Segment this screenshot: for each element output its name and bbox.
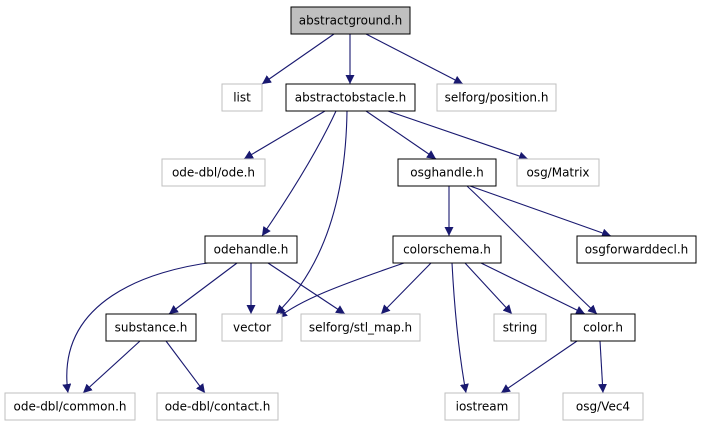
node-box-iostream (444, 392, 520, 421)
node-label-iostream: iostream (456, 400, 509, 414)
node-label-abstractobstacle: abstractobstacle.h (295, 91, 407, 105)
node-osgforwarddecl[interactable]: osgforwarddecl.h (576, 235, 697, 264)
edge-odehandle-to-substance (168, 262, 238, 315)
node-label-vector: vector (233, 321, 271, 335)
node-box-osghandle (397, 158, 497, 187)
node-vector: vector (221, 313, 283, 342)
edge-odehandle-to-common (62, 261, 216, 394)
node-label-ode: ode-dbl/ode.h (172, 166, 255, 180)
node-label-osgforwarddecl: osgforwarddecl.h (585, 243, 689, 257)
node-label-substance: substance.h (115, 321, 188, 335)
node-box-osgforwarddecl (576, 235, 697, 264)
edge-colorschema-to-stlmap (380, 262, 432, 315)
node-box-position (436, 83, 557, 112)
node-substance[interactable]: substance.h (105, 313, 197, 342)
edge-color-to-iostream (500, 340, 578, 394)
node-abstractground[interactable]: abstractground.h (290, 6, 411, 35)
node-position: selforg/position.h (436, 83, 557, 112)
edge-substance-to-common (82, 340, 141, 394)
node-label-string: string (503, 321, 537, 335)
node-box-common (4, 392, 136, 421)
edge-colorschema-to-iostream (451, 262, 469, 394)
node-osghandle[interactable]: osghandle.h (397, 158, 497, 187)
node-box-contact (156, 392, 279, 421)
edge-abstractobstacle-to-vector (275, 110, 348, 315)
edge-abstractobstacle-to-osghandle (365, 110, 437, 160)
node-box-vector (221, 313, 283, 342)
node-contact: ode-dbl/contact.h (156, 392, 279, 421)
nodes-layer: abstractground.h list abstractobstacle.h se… (4, 6, 697, 421)
node-label-contact: ode-dbl/contact.h (165, 400, 271, 414)
node-box-stlmap (300, 313, 421, 342)
node-box-list (221, 83, 263, 112)
node-box-colorschema (392, 235, 502, 264)
node-list: list (221, 83, 263, 112)
node-stlmap: selforg/stl_map.h (300, 313, 421, 342)
edge-abstractground-to-position (365, 33, 464, 85)
node-matrix: osg/Matrix (516, 158, 600, 187)
edge-colorschema-to-color (480, 262, 586, 315)
node-string: string (493, 313, 547, 342)
node-box-abstractobstacle (285, 83, 416, 112)
edge-abstractground-to-list (261, 33, 335, 85)
edges-layer (62, 33, 612, 394)
node-box-vec4 (562, 392, 644, 421)
edge-osghandle-to-color (466, 185, 598, 315)
node-label-position: selforg/position.h (445, 91, 549, 105)
node-label-list: list (233, 91, 251, 105)
edge-substance-to-contact (165, 340, 206, 394)
node-odehandle[interactable]: odehandle.h (204, 235, 298, 264)
node-vec4: osg/Vec4 (562, 392, 644, 421)
node-box-abstractground (290, 6, 411, 35)
node-color[interactable]: color.h (570, 313, 636, 342)
node-box-matrix (516, 158, 600, 187)
edge-odehandle-to-stlmap (267, 262, 346, 315)
node-label-odehandle: odehandle.h (214, 243, 289, 257)
node-colorschema[interactable]: colorschema.h (392, 235, 502, 264)
node-abstractobstacle[interactable]: abstractobstacle.h (285, 83, 416, 112)
node-box-substance (105, 313, 197, 342)
edge-abstractobstacle-to-matrix (387, 110, 529, 161)
edge-abstractobstacle-to-ode (243, 110, 326, 160)
node-ode: ode-dbl/ode.h (161, 158, 266, 187)
node-label-stlmap: selforg/stl_map.h (309, 321, 412, 335)
edge-color-to-vec4 (597, 340, 607, 394)
node-label-abstractground: abstractground.h (299, 14, 402, 28)
edge-abstractobstacle-to-odehandle (261, 110, 337, 237)
node-box-color (570, 313, 636, 342)
node-label-common: ode-dbl/common.h (14, 400, 127, 414)
node-box-ode (161, 158, 266, 187)
node-label-color: color.h (583, 321, 623, 335)
edge-colorschema-to-vector (277, 262, 405, 319)
node-label-osghandle: osghandle.h (410, 166, 484, 180)
node-iostream: iostream (444, 392, 520, 421)
node-common: ode-dbl/common.h (4, 392, 136, 421)
node-label-matrix: osg/Matrix (526, 166, 589, 180)
node-label-vec4: osg/Vec4 (576, 400, 630, 414)
node-box-odehandle (204, 235, 298, 264)
node-box-string (493, 313, 547, 342)
edge-colorschema-to-string (464, 262, 513, 315)
node-label-colorschema: colorschema.h (403, 243, 491, 257)
edge-osghandle-to-osgforwarddecl (469, 185, 612, 238)
